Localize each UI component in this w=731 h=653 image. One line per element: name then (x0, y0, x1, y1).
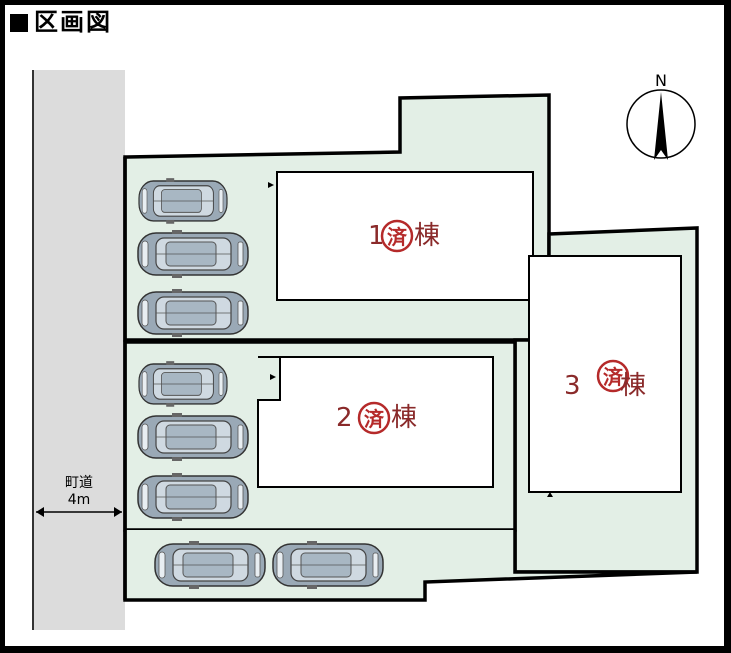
parking-car-icon (137, 412, 249, 462)
building-3-number: 3 (564, 371, 581, 401)
entrance-marker-3-icon (547, 492, 553, 497)
title-text: 区画図 (34, 8, 112, 36)
sold-stamp-icon (380, 219, 414, 253)
parking-car-icon (138, 360, 228, 408)
building-1-label: 1 済 棟 (368, 219, 440, 253)
lot-bottom-strip (125, 530, 697, 600)
building-2-label: 2 済 棟 (336, 401, 417, 435)
road (33, 70, 125, 630)
parking-car-icon (272, 540, 384, 590)
sold-stamp-icon (596, 359, 630, 393)
parking-car-icon (137, 288, 249, 338)
building-3-label: 3 済 棟 (564, 359, 646, 401)
north-arrow-icon (654, 92, 668, 160)
building-1-number: 1 (368, 221, 385, 251)
parking-car-icon (138, 177, 228, 225)
parking-car-icon (137, 229, 249, 279)
arrow-right-icon (114, 507, 122, 517)
building-3-sold-mark: 済 (603, 365, 624, 389)
parking-car-icon (154, 540, 266, 590)
building-1-suffix: 棟 (414, 221, 440, 251)
road-width: 4m (68, 492, 91, 508)
entrance-marker-1-icon (268, 182, 274, 188)
building-3-footprint (528, 255, 682, 493)
entrance-marker-2-icon (270, 374, 276, 380)
building-2-suffix: 棟 (391, 403, 417, 433)
north-label: N (655, 71, 667, 90)
square-bullet-icon (10, 14, 28, 32)
building-1-sold-mark: 済 (387, 225, 408, 249)
arrow-left-icon (36, 507, 44, 517)
building-2-sold-mark: 済 (364, 407, 385, 431)
page-title: 区画図 (10, 8, 112, 36)
parking-car-icon (137, 472, 249, 522)
building-1-footprint (276, 171, 534, 301)
building-2-footprint (257, 356, 494, 488)
building-3-suffix: 棟 (620, 371, 646, 401)
building-2-number: 2 (336, 403, 353, 433)
road-name: 町道 (65, 475, 93, 491)
compass: N (626, 71, 696, 160)
sold-stamp-icon (357, 401, 391, 435)
